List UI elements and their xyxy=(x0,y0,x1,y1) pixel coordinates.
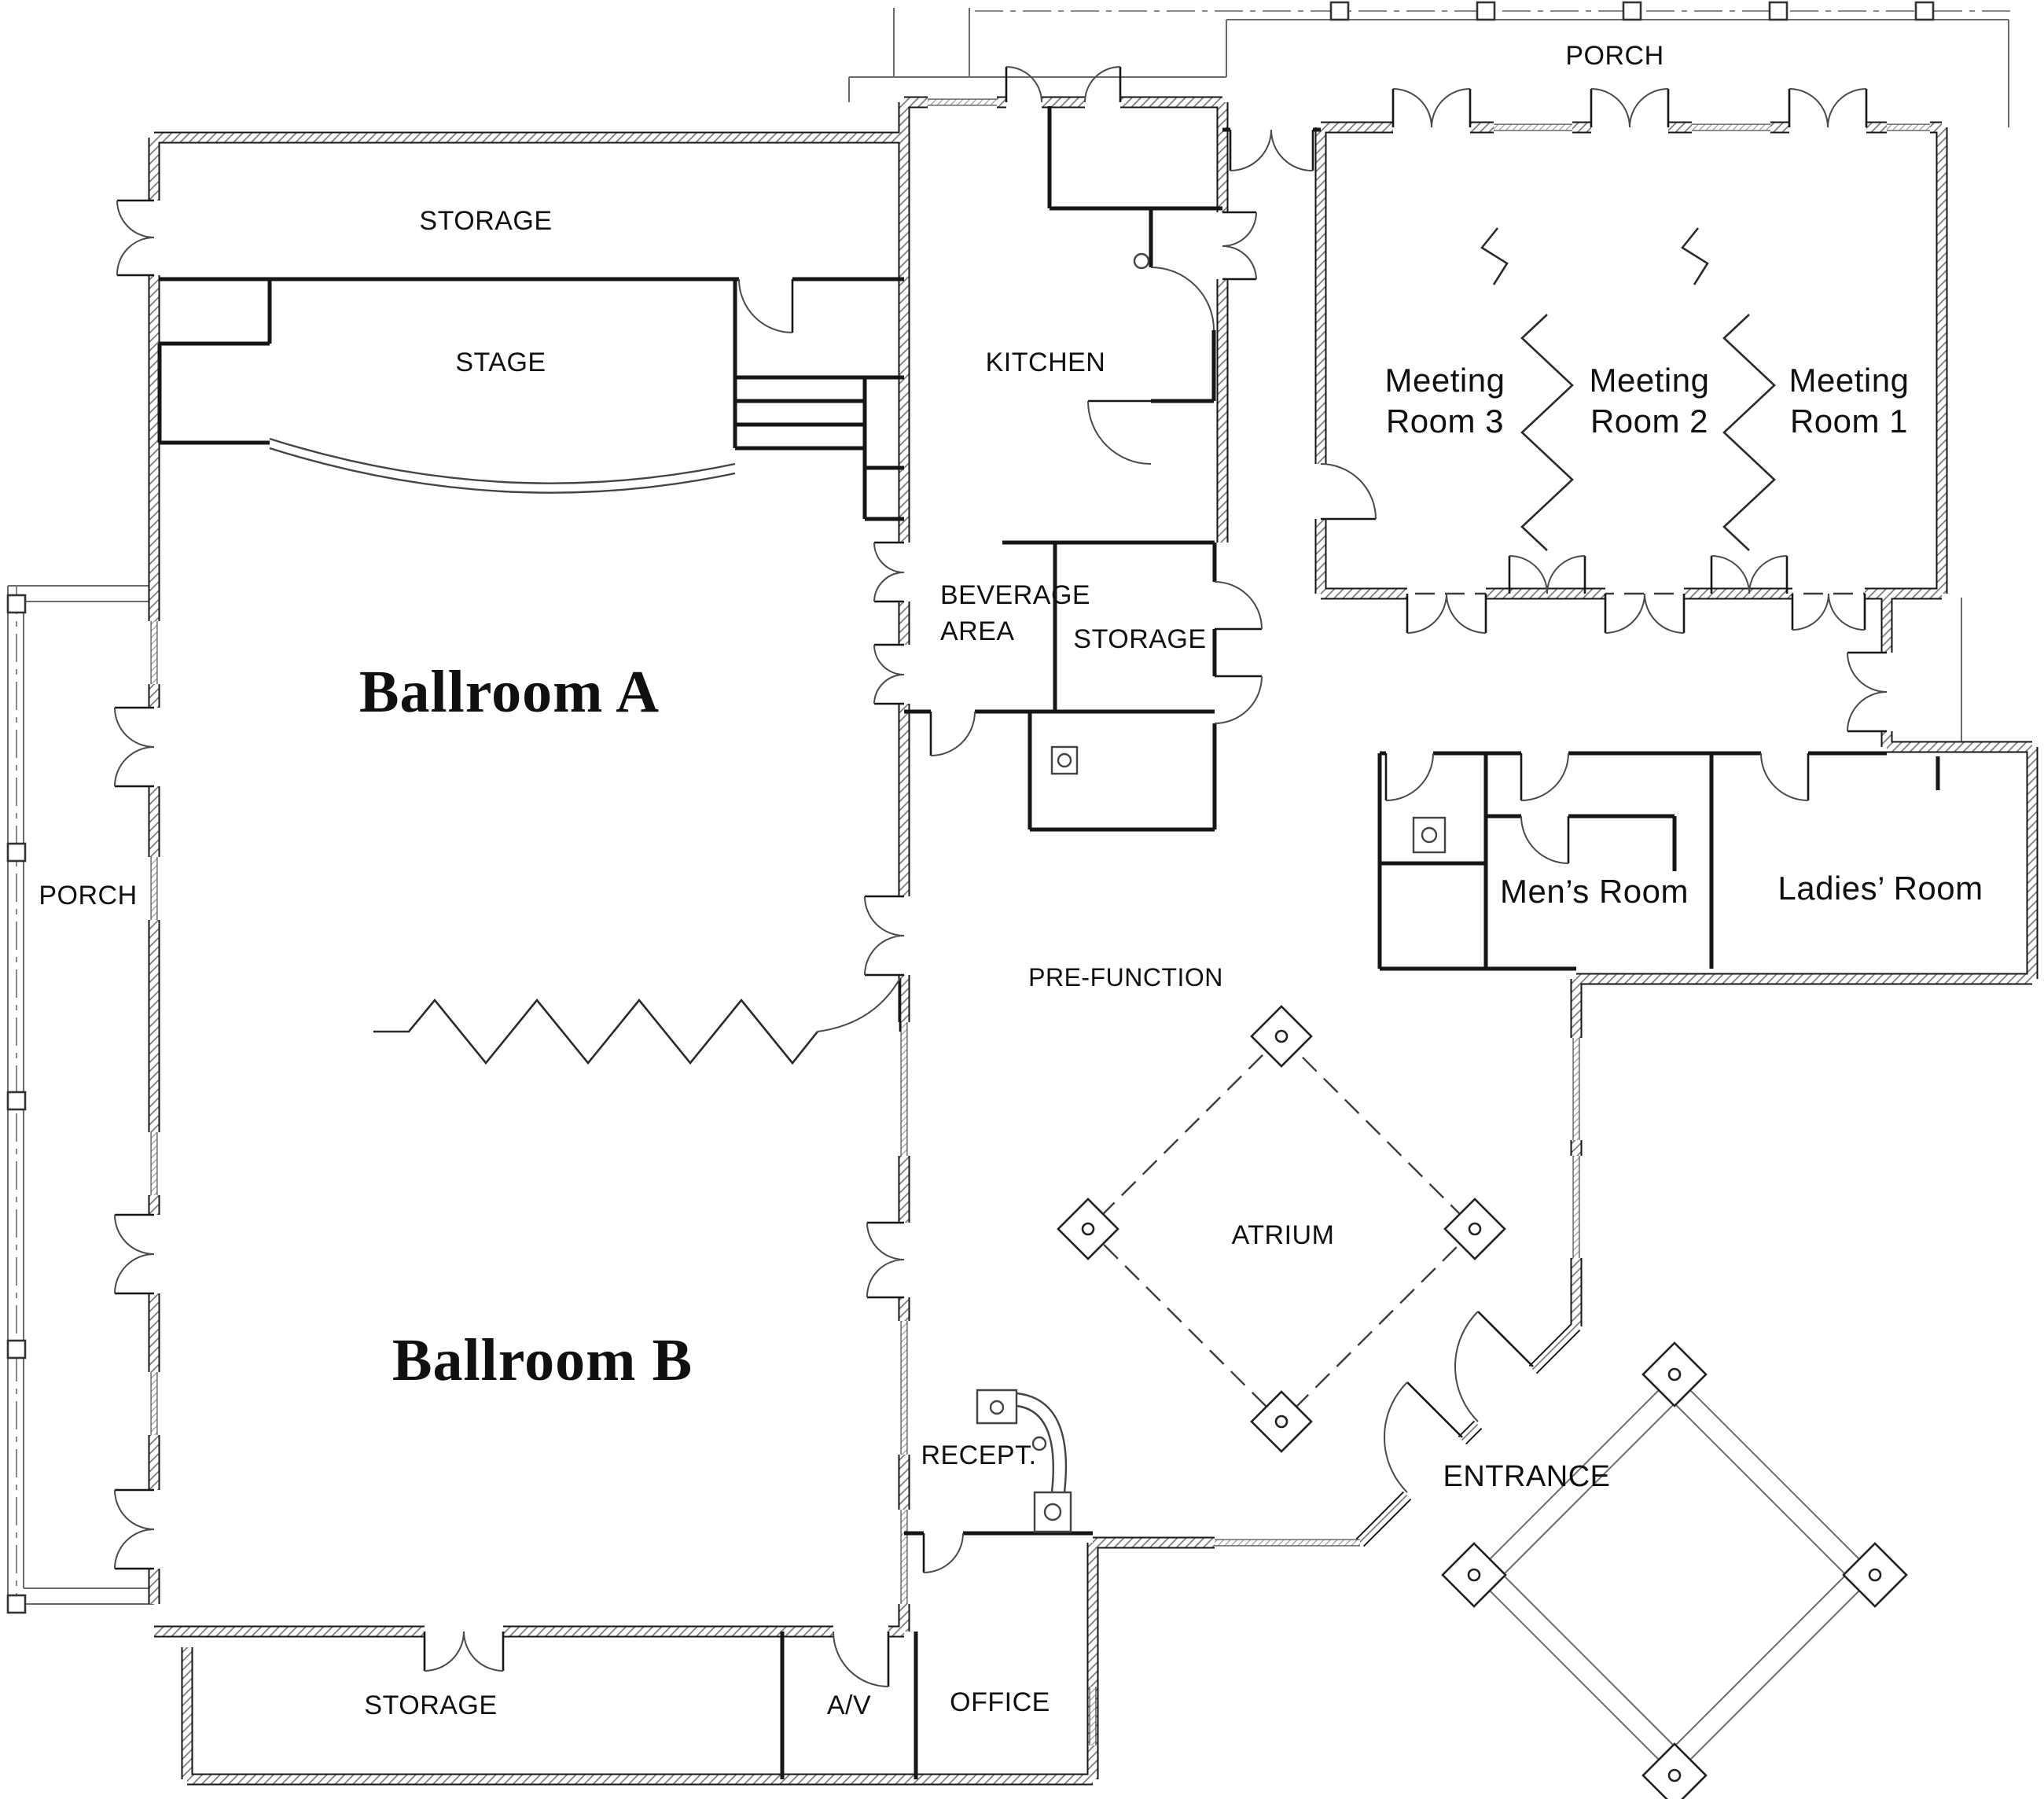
post-icon xyxy=(6,1091,27,1111)
reception-counter xyxy=(976,1389,1072,1533)
left-porch-outline xyxy=(7,585,154,1605)
label-kitchen: KITCHEN xyxy=(986,348,1106,377)
label-mens-room: Men’s Room xyxy=(1500,873,1689,910)
label-beverage-line1: BEVERAGE xyxy=(940,580,1090,610)
label-pre-function: PRE-FUNCTION xyxy=(1028,963,1223,991)
post-icon xyxy=(6,1594,27,1614)
post-icon xyxy=(6,842,27,863)
column-icon xyxy=(1667,1768,1682,1782)
exterior-walls xyxy=(149,97,2037,1784)
door-hardware-icon xyxy=(1133,252,1150,270)
desk-fixture-icon xyxy=(1031,1436,1047,1451)
ballroom-partition-zigzag xyxy=(373,998,819,1065)
label-storage-top: STORAGE xyxy=(419,206,552,236)
post-icon xyxy=(1622,1,1642,21)
label-meeting2-line1: Meeting xyxy=(1590,362,1710,399)
door-leaves xyxy=(115,67,1887,1687)
column-icon xyxy=(1868,1568,1882,1582)
post-icon xyxy=(1476,1,1496,21)
dashed-lines xyxy=(1086,592,1939,1423)
label-ballroom-b: Ballroom B xyxy=(392,1327,693,1393)
label-beverage-line2: AREA xyxy=(940,616,1015,646)
column-icon xyxy=(1468,1222,1482,1236)
post-icon xyxy=(1329,1,1350,21)
desk-chair-icon xyxy=(1043,1503,1062,1521)
interior-walls xyxy=(157,106,1940,1779)
sink-icon xyxy=(1057,752,1072,768)
label-meeting2-line2: Room 2 xyxy=(1590,403,1708,440)
desk-fixture-icon xyxy=(989,1400,1005,1415)
stage-apron-curve xyxy=(269,437,736,494)
label-porch-top: PORCH xyxy=(1565,41,1664,71)
label-office: OFFICE xyxy=(950,1687,1050,1717)
column-icon xyxy=(1467,1568,1481,1582)
operable-partitions xyxy=(373,227,1776,1065)
entrance-canopy xyxy=(1441,1341,1908,1799)
entrance-canopy-outline xyxy=(1472,1373,1877,1777)
label-meeting3-line2: Room 3 xyxy=(1386,403,1504,440)
label-storage-bottom: STORAGE xyxy=(364,1690,497,1720)
door-arcs xyxy=(114,66,1888,1687)
label-porch-left: PORCH xyxy=(39,881,137,911)
label-ladies-room: Ladies’ Room xyxy=(1777,870,1983,907)
label-meeting1-line2: Room 1 xyxy=(1790,403,1908,440)
post-icon xyxy=(6,594,27,614)
label-stage: STAGE xyxy=(455,348,546,377)
label-av: A/V xyxy=(827,1690,871,1720)
room-labels: STORAGE STAGE Ballroom A Ballroom B PORC… xyxy=(39,41,1983,1720)
label-entrance: ENTRANCE xyxy=(1443,1460,1610,1493)
label-meeting1-line1: Meeting xyxy=(1789,362,1910,399)
column-icon xyxy=(1081,1222,1095,1236)
fixtures xyxy=(1050,252,1447,854)
label-ballroom-a: Ballroom A xyxy=(359,659,660,725)
porch-posts xyxy=(6,1,1935,1614)
meeting-partition-zigzag xyxy=(1480,227,1776,551)
sink-icon xyxy=(1421,826,1438,844)
label-recept: RECEPT. xyxy=(921,1440,1036,1470)
atrium-columns xyxy=(1057,1005,1506,1453)
column-icon xyxy=(1667,1367,1682,1381)
windows xyxy=(151,99,1930,1746)
column-icon xyxy=(1274,1029,1289,1043)
post-icon xyxy=(6,1339,27,1359)
column-icon xyxy=(1274,1415,1289,1429)
reception-desk xyxy=(976,1389,1072,1533)
label-meeting3-line1: Meeting xyxy=(1385,362,1505,399)
top-porch-outline xyxy=(848,8,2009,127)
post-icon xyxy=(1914,1,1935,21)
label-storage-mid: STORAGE xyxy=(1073,624,1206,654)
post-icon xyxy=(1768,1,1788,21)
label-atrium: ATRIUM xyxy=(1232,1220,1335,1250)
